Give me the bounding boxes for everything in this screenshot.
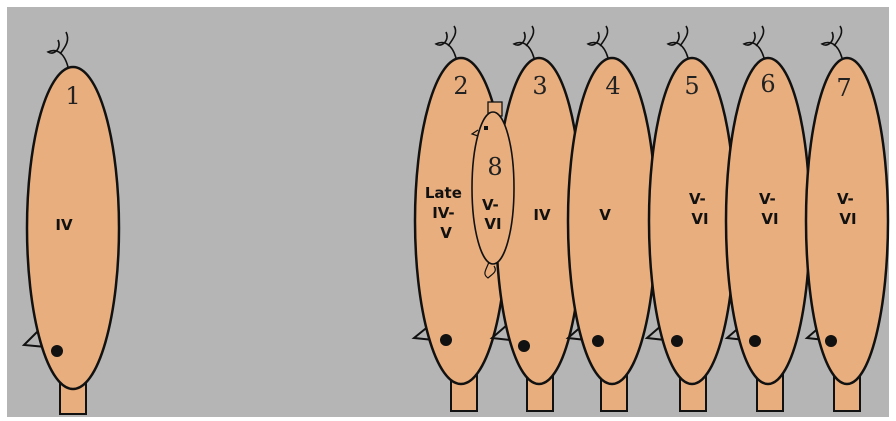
figure-3-spot <box>518 340 530 352</box>
figure-4-body <box>568 58 656 384</box>
figure-5-spot <box>671 335 683 347</box>
figure-4-stage: V <box>599 206 611 224</box>
figure-1-stage: IV <box>55 216 73 234</box>
figure-7-spot <box>825 335 837 347</box>
inset-8-marker <box>484 126 488 130</box>
figure-4-number: 4 <box>605 72 620 100</box>
figure-7-number: 7 <box>836 74 851 102</box>
figure-6-number: 6 <box>760 70 775 98</box>
figure-1-body <box>27 67 119 389</box>
figure-3-number: 3 <box>532 72 547 100</box>
figure-1-number: 1 <box>65 82 80 110</box>
figure-6-spot <box>749 335 761 347</box>
figure-2-number: 2 <box>453 72 468 100</box>
inset-8-body <box>472 112 514 264</box>
figure-4-spot <box>592 335 604 347</box>
figure-1-spot <box>51 345 63 357</box>
figure-2-spot <box>440 334 452 346</box>
figure-3-stage: IV <box>533 206 551 224</box>
figure-5-number: 5 <box>684 72 699 100</box>
inset-8-number: 8 <box>487 153 502 181</box>
inset-8-stage: V- VI <box>482 196 504 233</box>
